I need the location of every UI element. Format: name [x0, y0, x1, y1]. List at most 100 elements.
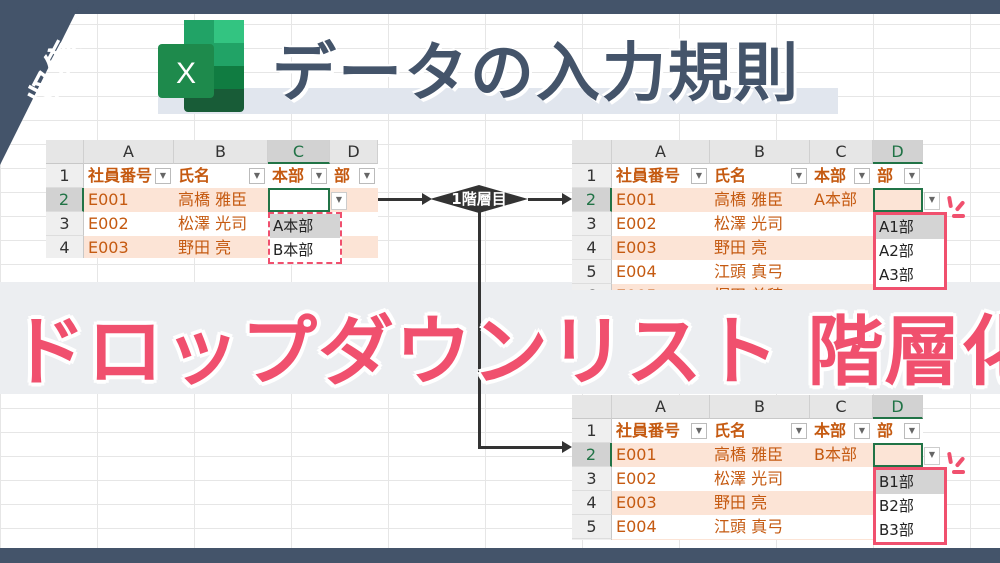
table-cell[interactable]: E005: [612, 284, 710, 290]
row-header-4[interactable]: 4: [572, 236, 612, 260]
table-cell[interactable]: 松澤 光司: [714, 214, 784, 233]
select-all-corner[interactable]: [572, 140, 612, 164]
table-cell[interactable]: E004: [616, 517, 657, 536]
table-cell[interactable]: E002: [88, 214, 129, 233]
table-cell[interactable]: E001: [616, 445, 657, 464]
header-cell[interactable]: 社員番号: [616, 166, 681, 185]
table-cell[interactable]: 江頭 真弓: [714, 262, 784, 281]
active-cell[interactable]: [873, 443, 923, 467]
filter-dropdown-button[interactable]: ▼: [155, 168, 171, 184]
filter-dropdown-button[interactable]: ▼: [249, 168, 265, 184]
column-header-C[interactable]: C: [810, 395, 873, 419]
dropdown-option[interactable]: B本部: [273, 241, 314, 259]
table-cell[interactable]: 堀田 美穂: [710, 284, 810, 290]
dropdown-list[interactable]: A本部 B本部: [268, 212, 342, 264]
column-header-B[interactable]: B: [710, 395, 810, 419]
row-header-5[interactable]: 5: [572, 260, 612, 284]
row-header-6[interactable]: 6: [572, 284, 612, 290]
dropdown-option[interactable]: A3部: [879, 266, 914, 284]
column-header-B[interactable]: B: [174, 140, 268, 164]
header-cell[interactable]: 氏名: [714, 421, 747, 440]
row-header-3[interactable]: 3: [46, 212, 84, 236]
column-header-A[interactable]: A: [612, 395, 710, 419]
dropdown-option[interactable]: B3部: [879, 521, 914, 539]
column-header-D[interactable]: D: [873, 140, 923, 164]
header-cell[interactable]: 氏名: [178, 166, 211, 185]
header-cell[interactable]: 部: [334, 166, 351, 185]
dropdown-option[interactable]: A本部: [270, 214, 340, 238]
active-cell[interactable]: [873, 188, 923, 212]
select-all-corner[interactable]: [46, 140, 84, 164]
table-cell[interactable]: 高橋 雅臣: [178, 190, 248, 209]
row-header-2[interactable]: 2: [46, 188, 84, 212]
table-cell[interactable]: E003: [616, 238, 657, 257]
filter-dropdown-button[interactable]: ▼: [691, 423, 707, 439]
cell-dropdown-button[interactable]: ▼: [924, 447, 940, 465]
active-cell[interactable]: [268, 188, 330, 212]
filter-dropdown-button[interactable]: ▼: [791, 423, 807, 439]
table-cell[interactable]: 野田 亮: [714, 238, 768, 257]
header-cell[interactable]: 社員番号: [616, 421, 681, 440]
filter-dropdown-button[interactable]: ▼: [311, 168, 327, 184]
table-cell[interactable]: E003: [88, 238, 129, 257]
dropdown-list[interactable]: A1部 A2部 A3部: [873, 212, 947, 290]
row-header-6[interactable]: 6: [572, 539, 612, 540]
select-all-corner[interactable]: [572, 395, 612, 419]
row-header-2[interactable]: 2: [572, 188, 612, 212]
table-cell[interactable]: E004: [616, 262, 657, 281]
header-cell[interactable]: 部: [877, 421, 894, 440]
table-cell[interactable]: E002: [616, 469, 657, 488]
dropdown-option[interactable]: A1部: [876, 215, 944, 239]
table-cell[interactable]: E001: [616, 190, 657, 209]
table-cell[interactable]: 野田 亮: [714, 493, 768, 512]
row-header-3[interactable]: 3: [572, 212, 612, 236]
table-cell[interactable]: E005: [612, 539, 710, 540]
table-cell[interactable]: 高橋 雅臣: [714, 190, 784, 209]
row-header-5[interactable]: 5: [572, 515, 612, 539]
row-header-1[interactable]: 1: [572, 419, 612, 443]
row-header-2[interactable]: 2: [572, 443, 612, 467]
column-header-C[interactable]: C: [268, 140, 330, 164]
header-cell[interactable]: 部: [877, 166, 894, 185]
header-cell[interactable]: 氏名: [714, 166, 747, 185]
dropdown-option[interactable]: B2部: [879, 497, 914, 515]
table-cell[interactable]: 野田 亮: [178, 238, 232, 257]
table-cell[interactable]: E003: [616, 493, 657, 512]
header-cell[interactable]: 社員番号: [88, 166, 153, 185]
header-cell[interactable]: 本部: [814, 166, 847, 185]
filter-dropdown-button[interactable]: ▼: [904, 168, 920, 184]
row-header-4[interactable]: 4: [572, 491, 612, 515]
row-header-4[interactable]: 4: [46, 236, 84, 258]
table-cell[interactable]: E002: [616, 214, 657, 233]
table-cell[interactable]: 松澤 光司: [178, 214, 248, 233]
column-header-C[interactable]: C: [810, 140, 873, 164]
filter-dropdown-button[interactable]: ▼: [854, 423, 870, 439]
cell-dropdown-button[interactable]: ▼: [924, 192, 940, 210]
dropdown-option[interactable]: B1部: [876, 470, 944, 494]
table-cell[interactable]: 江頭 真弓: [714, 517, 784, 536]
row-header-1[interactable]: 1: [572, 164, 612, 188]
filter-dropdown-button[interactable]: ▼: [359, 168, 375, 184]
table-cell[interactable]: A本部: [814, 190, 857, 209]
column-header-A[interactable]: A: [84, 140, 174, 164]
cell-dropdown-button[interactable]: ▼: [331, 192, 347, 210]
column-header-D[interactable]: D: [873, 395, 923, 419]
row-header-1[interactable]: 1: [46, 164, 84, 188]
table-cell[interactable]: 堀田 美穂: [710, 539, 810, 540]
dropdown-option[interactable]: A2部: [879, 242, 914, 260]
column-header-A[interactable]: A: [612, 140, 710, 164]
dropdown-list[interactable]: B1部 B2部 B3部: [873, 467, 947, 545]
filter-dropdown-button[interactable]: ▼: [904, 423, 920, 439]
table-cell[interactable]: 松澤 光司: [714, 469, 784, 488]
column-header-D[interactable]: D: [330, 140, 378, 164]
row-header-3[interactable]: 3: [572, 467, 612, 491]
table-cell[interactable]: 高橋 雅臣: [714, 445, 784, 464]
filter-dropdown-button[interactable]: ▼: [691, 168, 707, 184]
table-cell[interactable]: B本部: [814, 445, 857, 464]
header-cell[interactable]: 本部: [814, 421, 847, 440]
filter-dropdown-button[interactable]: ▼: [854, 168, 870, 184]
column-header-B[interactable]: B: [710, 140, 810, 164]
table-cell[interactable]: E001: [88, 190, 129, 209]
header-cell[interactable]: 本部: [272, 166, 305, 185]
filter-dropdown-button[interactable]: ▼: [791, 168, 807, 184]
